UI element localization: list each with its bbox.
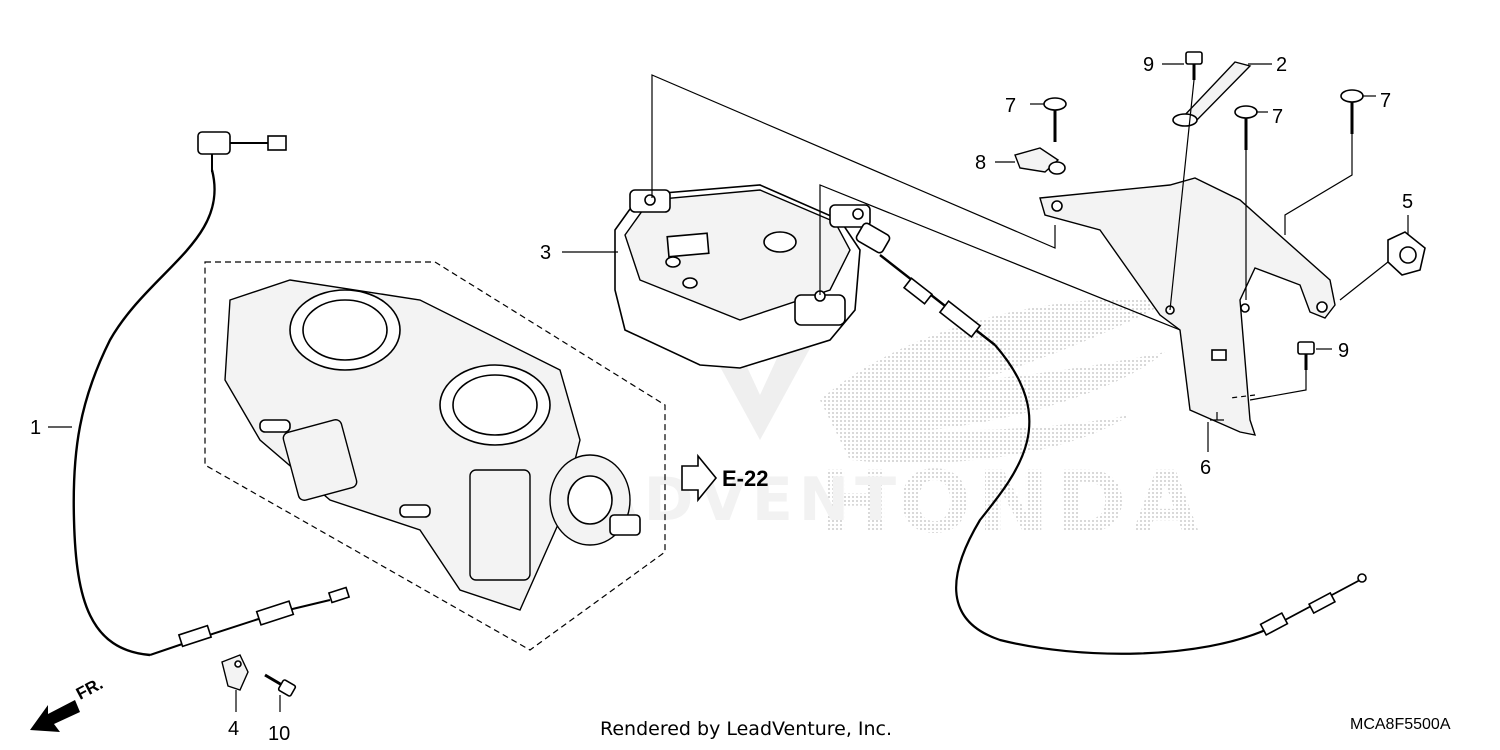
front-arrow-icon xyxy=(30,700,80,732)
leader-line xyxy=(651,74,1056,249)
callout-7c: 7 xyxy=(1380,90,1391,112)
front-indicator: FR. xyxy=(30,674,106,732)
honda-wing-logo xyxy=(820,298,1170,463)
callout-7b: 7 xyxy=(1272,106,1283,128)
callout-5: 5 xyxy=(1402,191,1413,213)
callout-2: 2 xyxy=(1276,54,1287,76)
callout-leaders xyxy=(48,63,1409,712)
strap-part-2 xyxy=(1172,61,1252,127)
callout-4: 4 xyxy=(228,718,239,740)
front-label: FR. xyxy=(73,674,106,704)
reference-e22[interactable]: E-22 xyxy=(681,453,768,503)
throttle-body-assembly xyxy=(224,279,641,611)
control-unit-part-3 xyxy=(614,184,871,369)
callout-9b: 9 xyxy=(1338,340,1349,362)
callout-7a: 7 xyxy=(1005,95,1016,117)
clamp-part-8 xyxy=(1014,147,1066,175)
reference-arrow-icon xyxy=(681,453,718,503)
clip-part-5 xyxy=(1387,231,1426,276)
callout-3: 3 xyxy=(540,242,551,264)
callout-1: 1 xyxy=(30,417,41,439)
clip-part-4 xyxy=(221,654,249,691)
bolt-part-9b xyxy=(1297,341,1315,370)
honda-watermark: HONDA xyxy=(820,453,1205,553)
cable-part-connector xyxy=(855,222,1367,655)
bolt-part-9a xyxy=(1185,51,1203,80)
screw-part-7c xyxy=(1340,89,1364,134)
callout-9a: 9 xyxy=(1143,54,1154,76)
screw-part-7b xyxy=(1234,105,1258,150)
throttle-body-outline xyxy=(204,261,666,651)
reference-label: E-22 xyxy=(722,466,768,491)
diagram-code: MCA8F5500A xyxy=(1350,716,1451,733)
cable-part-1 xyxy=(72,131,351,657)
callout-6: 6 xyxy=(1200,457,1211,479)
screw-part-7a xyxy=(1043,97,1067,142)
bracket-part-6 xyxy=(1039,177,1336,436)
footer-credit: Rendered by LeadVenture, Inc. xyxy=(600,718,893,740)
bolt-part-10 xyxy=(264,673,297,697)
callout-8: 8 xyxy=(975,152,986,174)
callout-10: 10 xyxy=(268,723,290,745)
